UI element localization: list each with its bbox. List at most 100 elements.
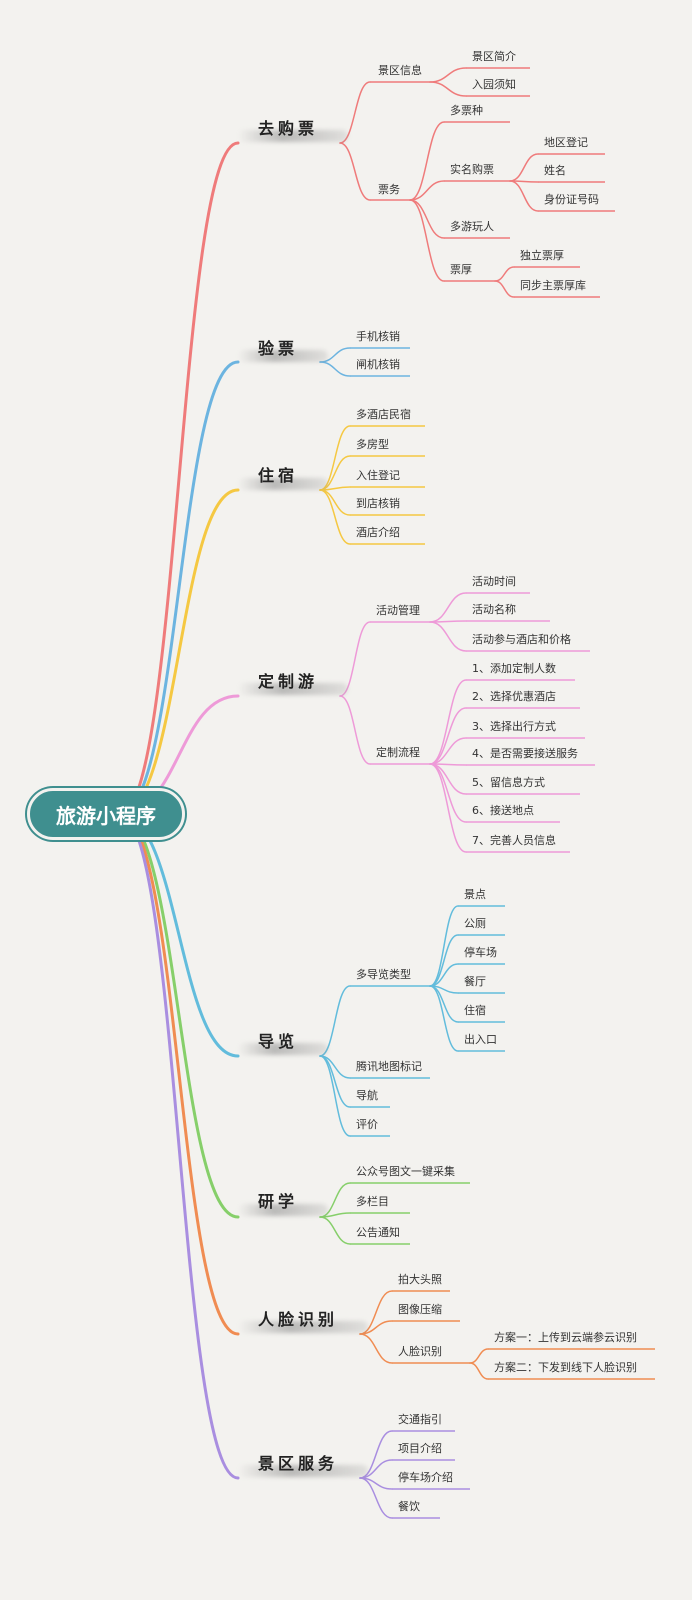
- connector-curve: [429, 621, 467, 652]
- node-multi-hotel[interactable]: 多酒店民宿: [356, 408, 411, 421]
- node-guide-types[interactable]: 多导览类型: [356, 968, 411, 981]
- branch-study[interactable]: 研学: [258, 1192, 299, 1211]
- connector-curve: [409, 180, 445, 201]
- connector-curve: [319, 1216, 351, 1245]
- branch-shadow: [238, 683, 348, 695]
- node-catering[interactable]: 餐饮: [398, 1500, 420, 1513]
- node-image-compress[interactable]: 图像压缩: [398, 1303, 442, 1316]
- branch-shadow: [238, 130, 348, 142]
- connector-curve: [409, 199, 445, 282]
- node-flow-step-6[interactable]: 6、接送地点: [472, 804, 534, 817]
- node-project-intro[interactable]: 项目介绍: [398, 1442, 442, 1455]
- connector-curve: [469, 1362, 489, 1380]
- node-multi-ticket[interactable]: 多票种: [450, 104, 483, 117]
- node-review[interactable]: 评价: [356, 1118, 378, 1131]
- node-flow-step-3[interactable]: 3、选择出行方式: [472, 720, 556, 733]
- node-scenic-intro[interactable]: 景区简介: [472, 50, 516, 63]
- node-ticketing[interactable]: 票务: [378, 183, 400, 196]
- node-custom-flow[interactable]: 定制流程: [376, 746, 420, 759]
- node-activity-name[interactable]: 活动名称: [472, 603, 516, 616]
- connector-curve: [359, 1333, 393, 1364]
- node-traffic-guide[interactable]: 交通指引: [398, 1413, 442, 1426]
- connector-curve: [429, 763, 467, 795]
- node-plan-two[interactable]: 方案二：下发到线下人脸识别: [494, 1361, 637, 1374]
- node-multi-visitor[interactable]: 多游玩人: [450, 220, 494, 233]
- node-announcement[interactable]: 公告通知: [356, 1226, 400, 1239]
- node-lodging-spots[interactable]: 住宿: [464, 1004, 486, 1017]
- connector-curve: [339, 142, 371, 201]
- node-toilets[interactable]: 公厕: [464, 917, 486, 930]
- node-take-photo[interactable]: 拍大头照: [398, 1273, 442, 1286]
- branch-shadow: [238, 1043, 328, 1055]
- connector-curve: [319, 1055, 351, 1137]
- branch-scenic-service[interactable]: 景区服务: [258, 1454, 339, 1473]
- connector-curve: [429, 67, 467, 83]
- node-checkin[interactable]: 入住登记: [356, 469, 400, 482]
- node-mobile-verify[interactable]: 手机核销: [356, 330, 400, 343]
- branch-trunk-curve: [118, 812, 240, 1480]
- node-flow-step-5[interactable]: 5、留信息方式: [472, 776, 545, 789]
- connector-curve: [429, 985, 459, 1052]
- node-spots[interactable]: 景点: [464, 888, 486, 901]
- node-activity-hotel-price[interactable]: 活动参与酒店和价格: [472, 633, 571, 646]
- node-region-register[interactable]: 地区登记: [544, 136, 588, 149]
- node-parking-intro[interactable]: 停车场介绍: [398, 1471, 453, 1484]
- node-activity-time[interactable]: 活动时间: [472, 575, 516, 588]
- node-flow-step-4[interactable]: 4、是否需要接送服务: [472, 747, 578, 760]
- connector-curve: [494, 280, 515, 298]
- branch-ticket-check[interactable]: 验票: [258, 339, 299, 358]
- node-parking[interactable]: 停车场: [464, 946, 497, 959]
- branch-ticket-purchase[interactable]: 去购票: [258, 119, 319, 138]
- node-flow-step-7[interactable]: 7、完善人员信息: [472, 834, 556, 847]
- branch-custom-tour[interactable]: 定制游: [258, 672, 319, 691]
- node-flow-step-2[interactable]: 2、选择优惠酒店: [472, 690, 556, 703]
- node-id-number[interactable]: 身份证号码: [544, 193, 599, 206]
- node-gate-verify[interactable]: 闸机核销: [356, 358, 400, 371]
- node-face-recog[interactable]: 人脸识别: [398, 1345, 442, 1358]
- connector-curve: [319, 1182, 351, 1218]
- node-multi-column[interactable]: 多栏目: [356, 1195, 389, 1208]
- connector-curve: [429, 763, 467, 853]
- connector-curve: [429, 81, 467, 97]
- connector-curve: [429, 707, 467, 765]
- branch-shadow: [238, 478, 328, 490]
- node-scenic-info[interactable]: 景区信息: [378, 64, 422, 77]
- connector-curve: [319, 489, 351, 516]
- node-entry-notice[interactable]: 入园须知: [472, 78, 516, 91]
- branch-shadow: [238, 1204, 328, 1216]
- node-tencent-map[interactable]: 腾讯地图标记: [356, 1060, 422, 1073]
- node-name[interactable]: 姓名: [544, 164, 566, 177]
- connector-curve: [509, 180, 539, 212]
- node-exits[interactable]: 出入口: [464, 1033, 497, 1046]
- connector-curve: [494, 266, 515, 282]
- connector-curve: [429, 737, 467, 765]
- connector-curve: [429, 934, 459, 987]
- node-real-name[interactable]: 实名购票: [450, 163, 494, 176]
- node-sync-stock[interactable]: 同步主票厚库: [520, 279, 586, 292]
- connector-curve: [429, 905, 459, 987]
- root-node[interactable]: 旅游小程序: [27, 788, 185, 840]
- branch-trunk-curve: [118, 360, 240, 816]
- connector-curve: [429, 679, 467, 765]
- node-independent-stock[interactable]: 独立票厚: [520, 249, 564, 262]
- node-navigation[interactable]: 导航: [356, 1089, 378, 1102]
- connector-curve: [509, 153, 539, 182]
- node-wechat-collect[interactable]: 公众号图文一键采集: [356, 1165, 455, 1178]
- node-arrival-verify[interactable]: 到店核销: [356, 497, 400, 510]
- branch-face-recognition[interactable]: 人脸识别: [258, 1310, 339, 1329]
- node-ticket-stock[interactable]: 票厚: [450, 263, 472, 276]
- branch-shadow: [238, 350, 328, 362]
- node-activity-manage[interactable]: 活动管理: [376, 604, 420, 617]
- branch-lodging[interactable]: 住宿: [258, 466, 299, 485]
- node-flow-step-1[interactable]: 1、添加定制人数: [472, 662, 556, 675]
- node-hotel-intro[interactable]: 酒店介绍: [356, 526, 400, 539]
- node-restaurants[interactable]: 餐厅: [464, 975, 486, 988]
- connector-curve: [409, 199, 445, 239]
- connector-curve: [319, 361, 351, 377]
- node-plan-one[interactable]: 方案一：上传到云端参云识别: [494, 1331, 637, 1344]
- connector-curve: [359, 1459, 393, 1479]
- branch-trunk-curve: [118, 488, 240, 816]
- node-multi-room[interactable]: 多房型: [356, 438, 389, 451]
- branch-guide[interactable]: 导览: [258, 1032, 299, 1051]
